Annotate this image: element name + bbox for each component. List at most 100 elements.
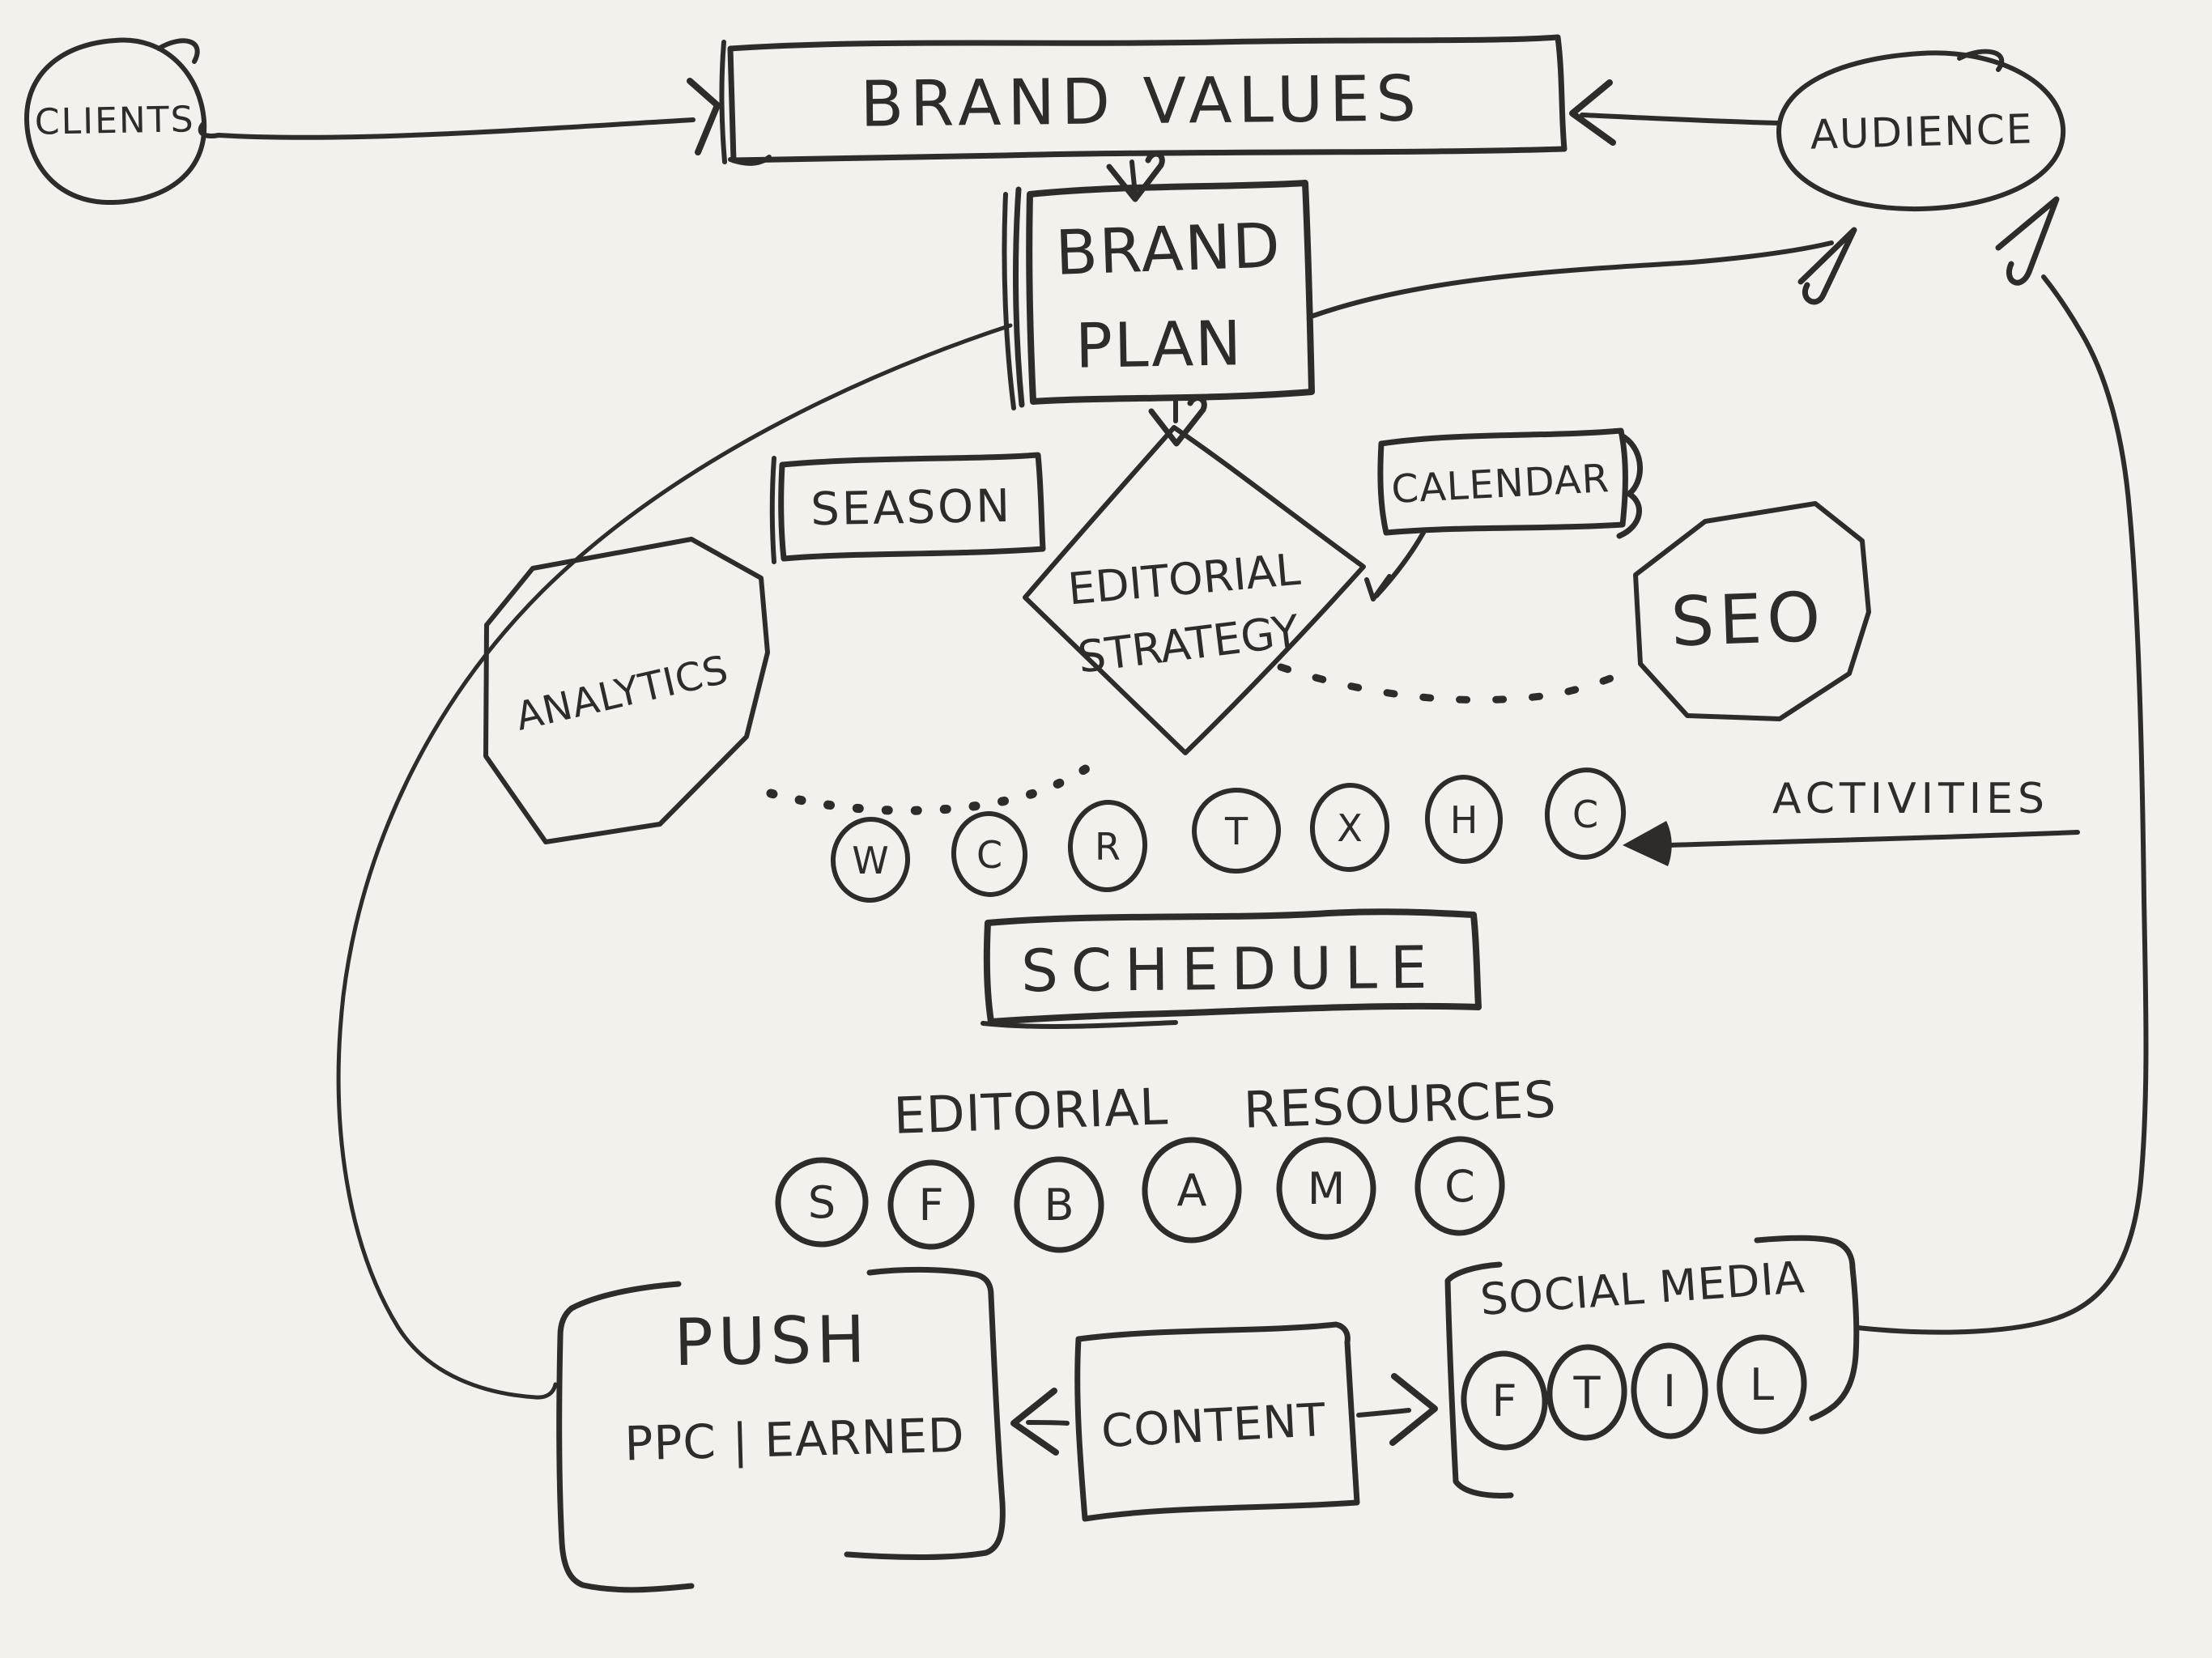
node-brand-plan: BRAND PLAN	[1002, 180, 1315, 410]
social-channel-circle: L	[1716, 1334, 1807, 1435]
channel-circle-letter: C	[976, 833, 1002, 877]
editorial-resources-heading: EDITORIAL RESOURCES	[892, 1069, 1557, 1146]
brand-plan-box	[1026, 180, 1315, 405]
social-media-right-bracket	[1754, 1235, 1860, 1422]
edge-content-to-push	[1026, 1420, 1070, 1426]
activity-channel-circle: W	[830, 817, 911, 903]
channel-circle-letter: T	[1573, 1367, 1602, 1418]
calendar-box-brace-edge	[1616, 434, 1643, 539]
editorial-resources-word1: EDITORIAL	[892, 1077, 1169, 1146]
social-channel-circles: F T I L	[1461, 1334, 1807, 1451]
arrowhead-into-push	[1010, 1388, 1059, 1456]
node-schedule: SCHEDULE	[981, 908, 1482, 1029]
social-channel-circle: F	[1461, 1350, 1548, 1451]
arrowhead-into-channels	[1623, 821, 1672, 866]
channel-circle-letter: F	[918, 1180, 943, 1231]
channel-circle-letter: C	[1444, 1161, 1475, 1212]
editorial-resources-word2: RESOURCES	[1243, 1069, 1558, 1139]
brand-plan-label-line1: BRAND	[1054, 209, 1283, 289]
arrowhead-into-brand-values-right	[1569, 79, 1616, 146]
clients-ellipse-pen-curl	[156, 38, 200, 64]
activity-channel-circle: T	[1192, 787, 1281, 874]
push-label-line2: PPC | EARNED	[624, 1408, 966, 1472]
push-box-right-bracket	[844, 1266, 1006, 1560]
activity-channel-circle: H	[1424, 775, 1504, 864]
channel-circle-letter: H	[1450, 798, 1478, 842]
channel-circle-shape	[1309, 783, 1390, 872]
node-audience: AUDIENCE	[1776, 49, 2066, 212]
schedule-label: SCHEDULE	[1021, 933, 1440, 1005]
activity-channel-circle: C	[951, 811, 1028, 897]
node-content: CONTENT	[1074, 1321, 1360, 1522]
node-push: PUSH PPC | EARNED	[556, 1266, 1006, 1593]
channel-circle-shape	[887, 1159, 975, 1250]
activity-channel-circle: C	[1544, 767, 1627, 860]
edge-audience-to-brand-values	[1580, 113, 1780, 125]
arrowhead-into-audience-left	[1797, 227, 1857, 305]
channel-circle-letter: R	[1095, 825, 1121, 869]
clients-ellipse	[23, 37, 207, 206]
channel-circle-letter: S	[808, 1177, 836, 1228]
calendar-box	[1377, 427, 1628, 536]
channel-circle-letter: L	[1750, 1359, 1774, 1410]
channel-circle-letter: A	[1177, 1165, 1207, 1216]
channel-circle-shape	[1631, 1342, 1708, 1439]
node-clients: CLIENTS	[23, 37, 207, 206]
channel-circle-shape	[1192, 787, 1281, 874]
channel-circle-shape	[830, 817, 911, 903]
resource-channel-circle: F	[887, 1159, 975, 1250]
brand-values-box-double-edge	[719, 40, 727, 164]
seo-octagon	[1633, 501, 1871, 721]
channel-circle-letter: I	[1663, 1366, 1676, 1417]
schedule-box-double-edge	[981, 1020, 1178, 1029]
dotted-editorial-strategy-to-seo	[1277, 663, 1630, 704]
brand-plan-box-double-edge-2	[1002, 192, 1016, 410]
audience-ellipse-pen-curl	[1957, 49, 2005, 72]
activities-label: ACTIVITIES	[1772, 775, 2049, 823]
season-box-double-edge	[769, 456, 776, 564]
activity-channel-circle: R	[1067, 800, 1148, 892]
node-season: SEASON	[769, 452, 1046, 564]
social-channel-circle: I	[1631, 1342, 1708, 1439]
resource-channel-circle: A	[1142, 1137, 1242, 1244]
channel-circle-letter: C	[1572, 793, 1598, 836]
social-channel-circle: T	[1546, 1344, 1627, 1441]
node-seo: SEO	[1633, 501, 1871, 721]
audience-label: AUDIENCE	[1810, 105, 2034, 158]
channel-circle-shape	[775, 1157, 869, 1248]
resource-channel-circle: C	[1414, 1136, 1505, 1236]
arrowhead-into-audience-right	[1995, 196, 2060, 286]
seo-label: SEO	[1670, 577, 1827, 662]
resource-channel-circle: B	[1014, 1156, 1104, 1253]
channel-circle-shape	[1461, 1350, 1548, 1451]
arrowhead-into-brand-values-left	[687, 78, 721, 155]
content-label: CONTENT	[1100, 1394, 1328, 1458]
channel-circle-shape	[1276, 1137, 1376, 1240]
loop-social-media-to-audience	[1855, 274, 2149, 1335]
audience-ellipse	[1776, 50, 2066, 212]
push-box-left-bracket	[556, 1281, 695, 1593]
channel-circle-shape	[1067, 800, 1148, 892]
activity-channel-circle: X	[1309, 783, 1390, 872]
channel-circle-letter: X	[1337, 806, 1363, 850]
channel-circle-shape	[1014, 1156, 1104, 1253]
channel-circle-shape	[1544, 767, 1627, 860]
edge-activities-to-channels	[1667, 830, 2080, 848]
content-box	[1074, 1321, 1360, 1522]
channel-circle-shape	[1414, 1136, 1505, 1236]
brand-values-box-corner-curl	[728, 155, 772, 166]
channel-circle-shape	[1142, 1137, 1242, 1244]
channel-circle-shape	[1716, 1334, 1807, 1435]
channel-circle-letter: W	[852, 839, 888, 882]
season-label: SEASON	[810, 480, 1013, 536]
channel-circle-letter: M	[1308, 1163, 1346, 1214]
channel-circle-letter: B	[1044, 1180, 1074, 1231]
brand-values-box	[727, 34, 1568, 164]
brand-values-label: BRAND VALUES	[860, 62, 1423, 141]
channel-circle-letter: T	[1224, 810, 1249, 853]
node-brand-values: BRAND VALUES	[719, 34, 1568, 166]
push-label-line1: PUSH	[674, 1302, 870, 1380]
clients-label: CLIENTS	[34, 99, 195, 142]
channel-circle-shape	[951, 811, 1028, 897]
